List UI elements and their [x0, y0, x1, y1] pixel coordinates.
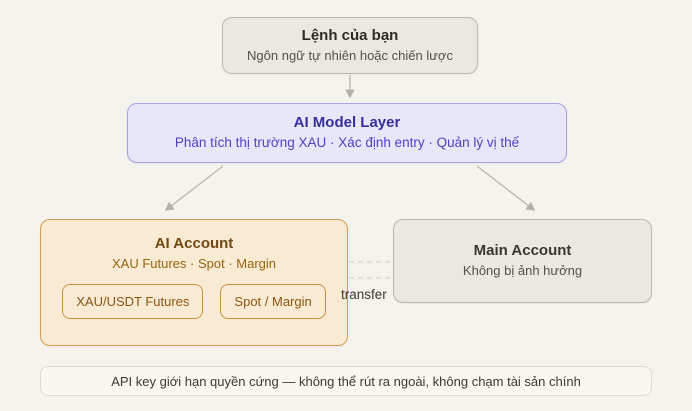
- sub-box-xau-usdt-futures: XAU/USDT Futures: [62, 284, 204, 320]
- arrow-model-to-ai-account: [164, 165, 224, 211]
- footer-note-text: API key giới hạn quyền cứng — không thể …: [111, 373, 581, 389]
- ai-model-layer-title: AI Model Layer: [293, 114, 401, 132]
- ai-account-subtitle: XAU Futures · Spot · Margin: [112, 256, 276, 271]
- ai-account-title: AI Account: [154, 235, 234, 252]
- node-user-command: Lệnh của bạn Ngôn ngữ tự nhiên hoặc chiế…: [222, 17, 478, 74]
- arrow-model-to-main-account: [476, 165, 536, 211]
- main-account-title: Main Account: [473, 242, 572, 260]
- node-main-account: Main Account Không bị ảnh hưởng: [393, 219, 652, 303]
- transfer-edge-label: transfer: [341, 287, 387, 302]
- main-account-subtitle: Không bị ảnh hưởng: [462, 263, 583, 279]
- user-command-title: Lệnh của bạn: [301, 26, 399, 44]
- footer-note-bar: API key giới hạn quyền cứng — không thể …: [40, 366, 652, 396]
- node-ai-model-layer: AI Model Layer Phân tích thị trường XAU …: [127, 103, 567, 163]
- ai-account-sub-boxes: XAU/USDT Futures Spot / Margin: [62, 284, 326, 320]
- user-command-subtitle: Ngôn ngữ tự nhiên hoặc chiến lược: [247, 47, 453, 63]
- node-ai-account: AI Account XAU Futures · Spot · Margin X…: [40, 219, 348, 346]
- sub-box-spot-margin: Spot / Margin: [220, 284, 326, 320]
- ai-model-layer-subtitle: Phân tích thị trường XAU · Xác định entr…: [174, 135, 520, 151]
